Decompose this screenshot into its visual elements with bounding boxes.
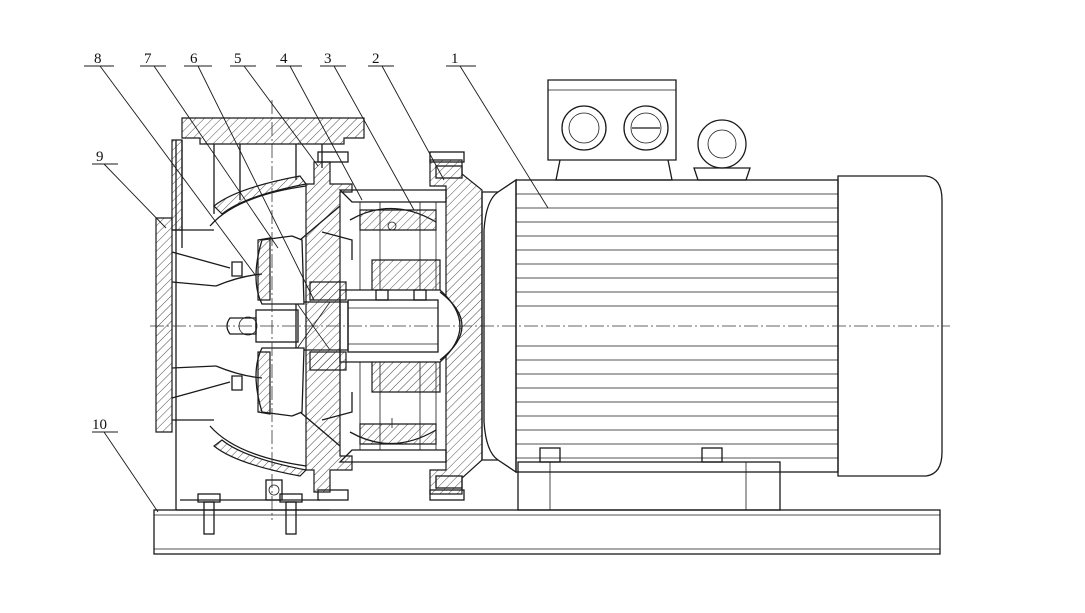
terminal-box — [547, 79, 677, 181]
callout-4: 4 — [280, 51, 288, 67]
callout-2: 2 — [372, 51, 380, 67]
lifting-eye — [693, 119, 751, 181]
callout-3: 3 — [324, 51, 332, 67]
motor-pedestal — [517, 447, 781, 511]
base-plate — [153, 509, 941, 555]
callout-10: 10 — [92, 417, 107, 433]
callout-5: 5 — [234, 51, 242, 67]
motor-cooling-fins — [516, 193, 838, 459]
callout-6: 6 — [190, 51, 198, 67]
impeller — [215, 235, 305, 417]
callout-1: 1 — [451, 51, 459, 67]
callout-8: 8 — [94, 51, 102, 67]
callout-9: 9 — [96, 149, 104, 165]
center-lines — [150, 100, 950, 520]
callout-labels: 1 2 3 4 5 6 7 8 9 10 — [92, 51, 459, 433]
motor-body — [481, 175, 943, 477]
callout-leaders — [84, 65, 549, 513]
callout-7: 7 — [144, 51, 152, 67]
